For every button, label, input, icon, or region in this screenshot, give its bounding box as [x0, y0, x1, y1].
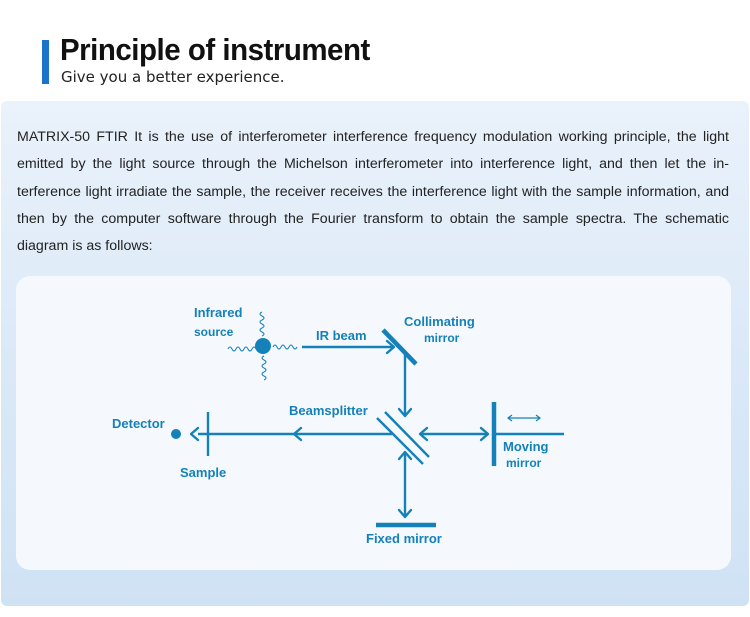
- detector-icon: [171, 429, 181, 439]
- label-beamsplitter: Beamsplitter: [289, 403, 368, 418]
- beamsplitter: [376, 411, 430, 465]
- motion-arrow-icon: [507, 414, 541, 422]
- ir-beam-arrow: [302, 339, 396, 355]
- page-subtitle: Give you a better experience.: [61, 68, 285, 86]
- label-sample: Sample: [180, 465, 226, 480]
- label-fixed-mirror: Fixed mirror: [366, 531, 442, 546]
- label-infrared-1: Infrared: [194, 305, 242, 320]
- fixed-arm-arrow: [397, 450, 413, 519]
- label-detector: Detector: [112, 416, 165, 431]
- infrared-source-icon: [227, 311, 298, 381]
- title-accent-bar: [42, 40, 49, 84]
- description-text: MATRIX-50 FTIR It is the use of interfer…: [17, 129, 729, 255]
- collimated-beam-arrow: [397, 352, 413, 418]
- label-moving-2: mirror: [506, 456, 542, 470]
- collimating-mirror: [381, 328, 418, 366]
- output-beam-arrow: [189, 426, 392, 442]
- label-moving-1: Moving: [503, 439, 549, 454]
- label-infrared-2: source: [194, 325, 234, 339]
- label-ir-beam: IR beam: [316, 328, 367, 343]
- label-collimating-1: Collimating: [404, 314, 475, 329]
- page-title: Principle of instrument: [60, 32, 370, 67]
- label-collimating-2: mirror: [424, 331, 460, 345]
- moving-arm-arrow: [418, 426, 490, 442]
- schematic-diagram-card: [16, 276, 731, 570]
